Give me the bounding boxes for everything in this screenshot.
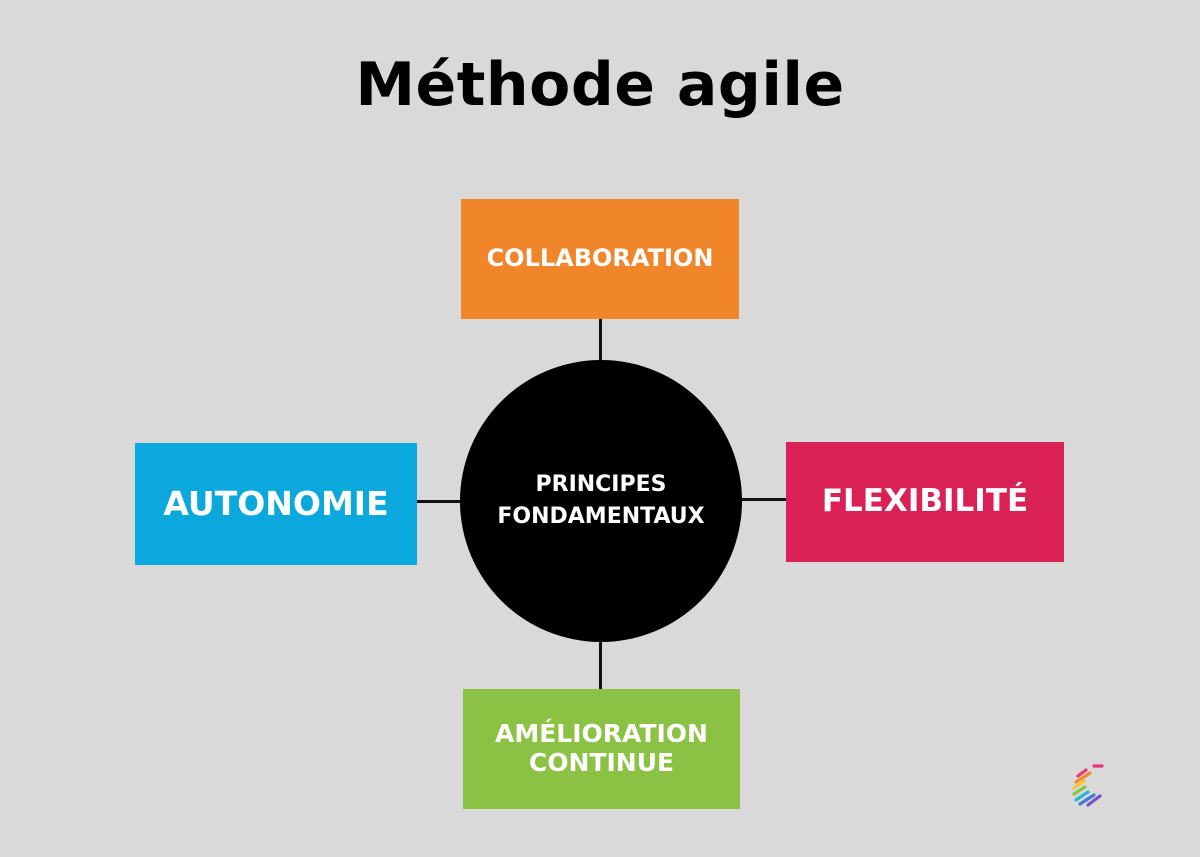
node-autonomie-label: AUTONOMIE: [163, 484, 389, 524]
connector-left: [416, 500, 461, 503]
page-title: Méthode agile: [355, 50, 845, 120]
connector-bottom: [599, 642, 602, 689]
node-collaboration: COLLABORATION: [461, 199, 739, 319]
connector-right: [741, 498, 787, 501]
node-amelioration-continue: AMÉLIORATION CONTINUE: [463, 689, 740, 809]
connector-top: [599, 319, 602, 361]
node-amelioration-line1: AMÉLIORATION: [495, 719, 708, 749]
c-logo-icon: [1072, 764, 1104, 807]
node-flexibilite: FLEXIBILITÉ: [786, 442, 1064, 562]
node-collaboration-label: COLLABORATION: [486, 244, 714, 273]
node-autonomie: AUTONOMIE: [135, 443, 417, 565]
center-label-line2: FONDAMENTAUX: [497, 504, 705, 529]
center-circle: PRINCIPES FONDAMENTAUX: [460, 360, 742, 642]
center-label-line1: PRINCIPES: [535, 472, 667, 498]
node-flexibilite-label: FLEXIBILITÉ: [821, 483, 1029, 520]
node-amelioration-line2: CONTINUE: [528, 748, 675, 777]
